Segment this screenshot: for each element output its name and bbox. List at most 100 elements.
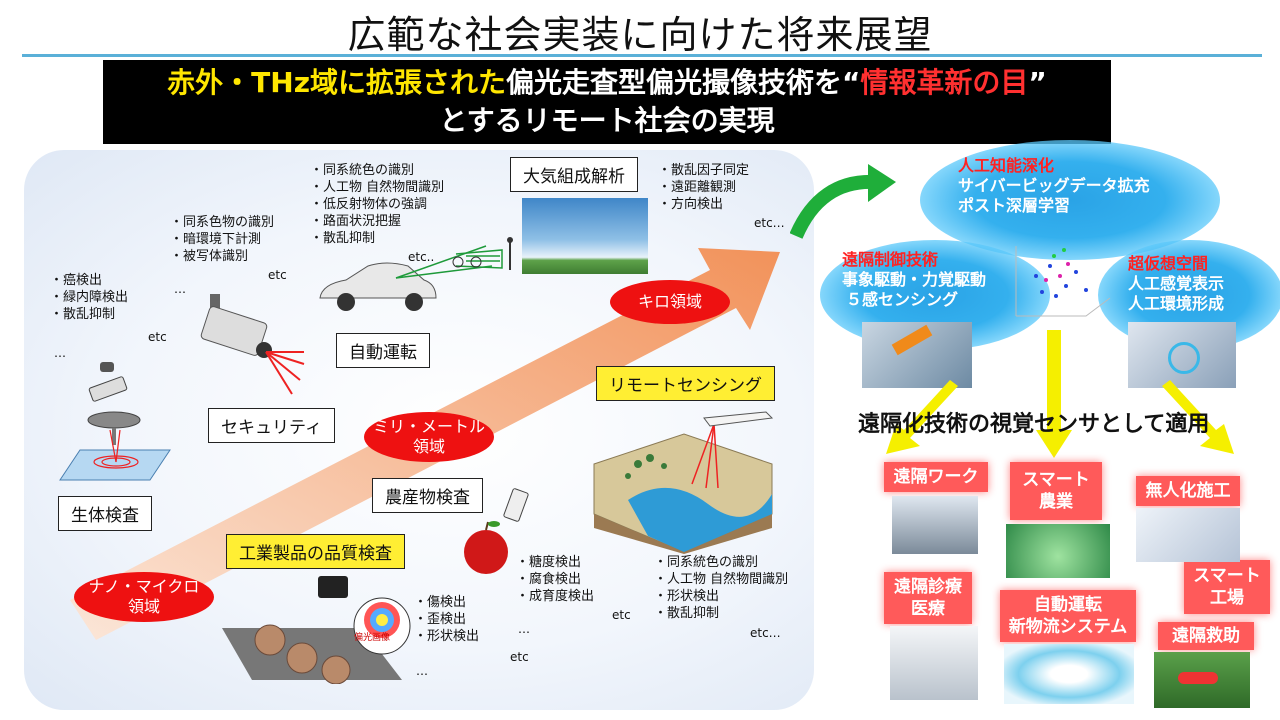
yellow-arrow-right	[1162, 380, 1234, 454]
auto-feature-1: ・同系統色の識別	[310, 163, 415, 178]
virtual-space-heading: 超仮想空間	[1128, 254, 1209, 273]
industry-feature-list: ・傷検出 ・歪検出 ・形状検出	[414, 594, 479, 645]
agri-ellipsis: …	[518, 622, 530, 636]
cloud-ai	[920, 140, 1220, 260]
domain-nano-micro: ナノ・マイクロ 領域	[74, 572, 214, 622]
security-feature-3: ・被写体識別	[170, 249, 249, 264]
virtual-space-body-1: 人工感覚表示	[1128, 274, 1225, 293]
ai-body-2: ポスト深層学習	[958, 196, 1071, 215]
remote-feature-3: ・形状検出	[654, 589, 720, 604]
atmos-feature-3: ・方向検出	[658, 197, 724, 212]
autonomous-logistics-photo	[1004, 644, 1134, 704]
industry-etc: etc	[510, 650, 529, 664]
app-autonomous-logistics: 自動運転 新物流システム	[1000, 590, 1136, 642]
atmos-etc: etc…	[754, 216, 785, 230]
green-curved-arrow	[790, 164, 896, 239]
industry-feature-2: ・歪検出	[414, 612, 467, 627]
label-autonomous-driving: 自動運転	[336, 333, 430, 368]
car-illustration	[319, 237, 513, 311]
title-divider	[22, 54, 1262, 57]
app-unmanned-construction: 無人化施工	[1136, 476, 1240, 506]
industry-feature-3: ・形状検出	[414, 629, 480, 644]
bio-ellipsis: …	[54, 346, 66, 360]
remote-control-body-1: 事象駆動・力覚駆動	[842, 270, 987, 289]
terrain-remote-sensing-illustration	[593, 411, 774, 554]
bio-feature-3: ・散乱抑制	[50, 307, 116, 322]
ai-heading: 人工知能深化	[958, 156, 1055, 175]
headline-banner: 赤外・THz域に拡張された偏光走査型偏光撮像技術を“情報革新の目” とするリモー…	[103, 60, 1111, 144]
remote-medical-photo	[890, 626, 978, 700]
banner-highlight-eye: 情報革新の目	[860, 66, 1029, 99]
label-agri-inspection: 農産物検査	[372, 478, 483, 513]
banner-quote-close: ”	[1028, 66, 1047, 99]
virtual-space-body-2: 人工環境形成	[1128, 294, 1225, 313]
bio-etc: etc	[148, 330, 167, 344]
label-industrial-quality: 工業製品の品質検査	[226, 534, 405, 569]
ai-body-1: サイバービッグデータ拡充	[958, 176, 1150, 195]
security-feature-2: ・暗環境下計測	[170, 232, 262, 247]
app-smart-agriculture: スマート 農業	[1010, 462, 1102, 520]
app-smart-factory: スマート 工場	[1184, 560, 1270, 614]
sky-photo	[522, 198, 648, 274]
agri-feature-3: ・成育度検出	[516, 589, 595, 604]
label-remote-sensing: リモートセンシング	[596, 366, 775, 401]
security-ellipsis: …	[174, 282, 186, 296]
remote-work-photo	[892, 496, 978, 554]
label-bio-inspection: 生体検査	[58, 496, 152, 531]
remote-feature-list: ・同系統色の識別 ・人工物 自然物間識別 ・形状検出 ・散乱抑制	[654, 554, 788, 622]
remote-control-text: 遠隔制御技術 事象駆動・力覚駆動 ５感センシング	[842, 250, 986, 310]
atmos-feature-list: ・散乱因子同定 ・遠距離観測 ・方向検出	[658, 162, 749, 213]
agri-feature-1: ・糖度検出	[516, 555, 582, 570]
apple-camera-illustration	[464, 488, 529, 574]
banner-text-tech: 偏光走査型偏光撮像技術を“	[506, 66, 861, 99]
microscope-illustration	[59, 362, 171, 481]
auto-feature-list: ・同系統色の識別 ・人工物 自然物間識別 ・低反射物体の強調 ・路面状況把握 ・…	[310, 162, 444, 247]
robot-arm-photo	[862, 322, 972, 388]
ai-scatter-plot-illustration	[1015, 246, 1111, 317]
apply-statement: 遠隔化技術の視覚センサとして適用	[858, 412, 1210, 437]
auto-etc: etc..	[408, 250, 435, 264]
remote-feature-2: ・人工物 自然物間識別	[654, 572, 789, 587]
app-remote-work: 遠隔ワーク	[884, 462, 988, 492]
banner-highlight-ir-thz: 赤外・THz域に拡張された	[167, 66, 506, 99]
industry-feature-1: ・傷検出	[414, 595, 467, 610]
domain-kilo: キロ領域	[610, 280, 730, 324]
banner-line-1: 赤外・THz域に拡張された偏光走査型偏光撮像技術を“情報革新の目”	[103, 64, 1111, 102]
agri-feature-2: ・腐食検出	[516, 572, 582, 587]
page-title: 広範な社会実装に向けた将来展望	[347, 13, 933, 57]
label-atmosphere-analysis: 大気組成解析	[510, 157, 638, 192]
agri-feature-list: ・糖度検出 ・腐食検出 ・成育度検出	[516, 554, 594, 605]
bio-feature-1: ・癌検出	[50, 273, 103, 288]
atmos-feature-1: ・散乱因子同定	[658, 163, 750, 178]
auto-feature-4: ・路面状況把握	[310, 214, 402, 229]
virtual-hand-photo	[1128, 322, 1236, 388]
security-feature-list: ・同系色物の識別 ・暗環境下計測 ・被写体識別	[170, 214, 274, 265]
remote-control-body-2: ５感センシング	[846, 290, 959, 309]
remote-feature-4: ・散乱抑制	[654, 606, 720, 621]
bio-feature-2: ・緑内障検出	[50, 290, 129, 305]
bearing-inspection-illustration	[222, 576, 411, 684]
auto-feature-3: ・低反射物体の強調	[310, 197, 428, 212]
app-remote-rescue: 遠隔救助	[1158, 622, 1254, 650]
agri-etc: etc	[612, 608, 631, 622]
auto-feature-2: ・人工物 自然物間識別	[310, 180, 445, 195]
unmanned-construction-photo	[1136, 508, 1240, 562]
yellow-arrow-left	[886, 380, 958, 454]
security-etc: etc	[268, 268, 287, 282]
remote-rescue-photo	[1154, 652, 1250, 708]
security-camera-illustration	[200, 294, 305, 395]
banner-line-2: とするリモート社会の実現	[439, 104, 775, 137]
remote-etc: etc…	[750, 626, 781, 640]
ai-text: 人工知能深化 サイバービッグデータ拡充 ポスト深層学習	[958, 156, 1150, 216]
polar-image-label: 偏光画像	[354, 633, 391, 643]
smart-agriculture-photo	[1006, 524, 1110, 578]
domain-milli-meter: ミリ・メートル 領域	[364, 412, 494, 462]
auto-feature-5: ・散乱抑制	[310, 231, 376, 246]
security-feature-1: ・同系色物の識別	[170, 215, 275, 230]
atmos-feature-2: ・遠距離観測	[658, 180, 737, 195]
remote-feature-1: ・同系統色の識別	[654, 555, 759, 570]
label-security: セキュリティ	[208, 408, 335, 443]
app-remote-medical: 遠隔診療 医療	[884, 572, 972, 624]
remote-control-heading: 遠隔制御技術	[842, 250, 939, 269]
industry-ellipsis: …	[416, 664, 428, 678]
